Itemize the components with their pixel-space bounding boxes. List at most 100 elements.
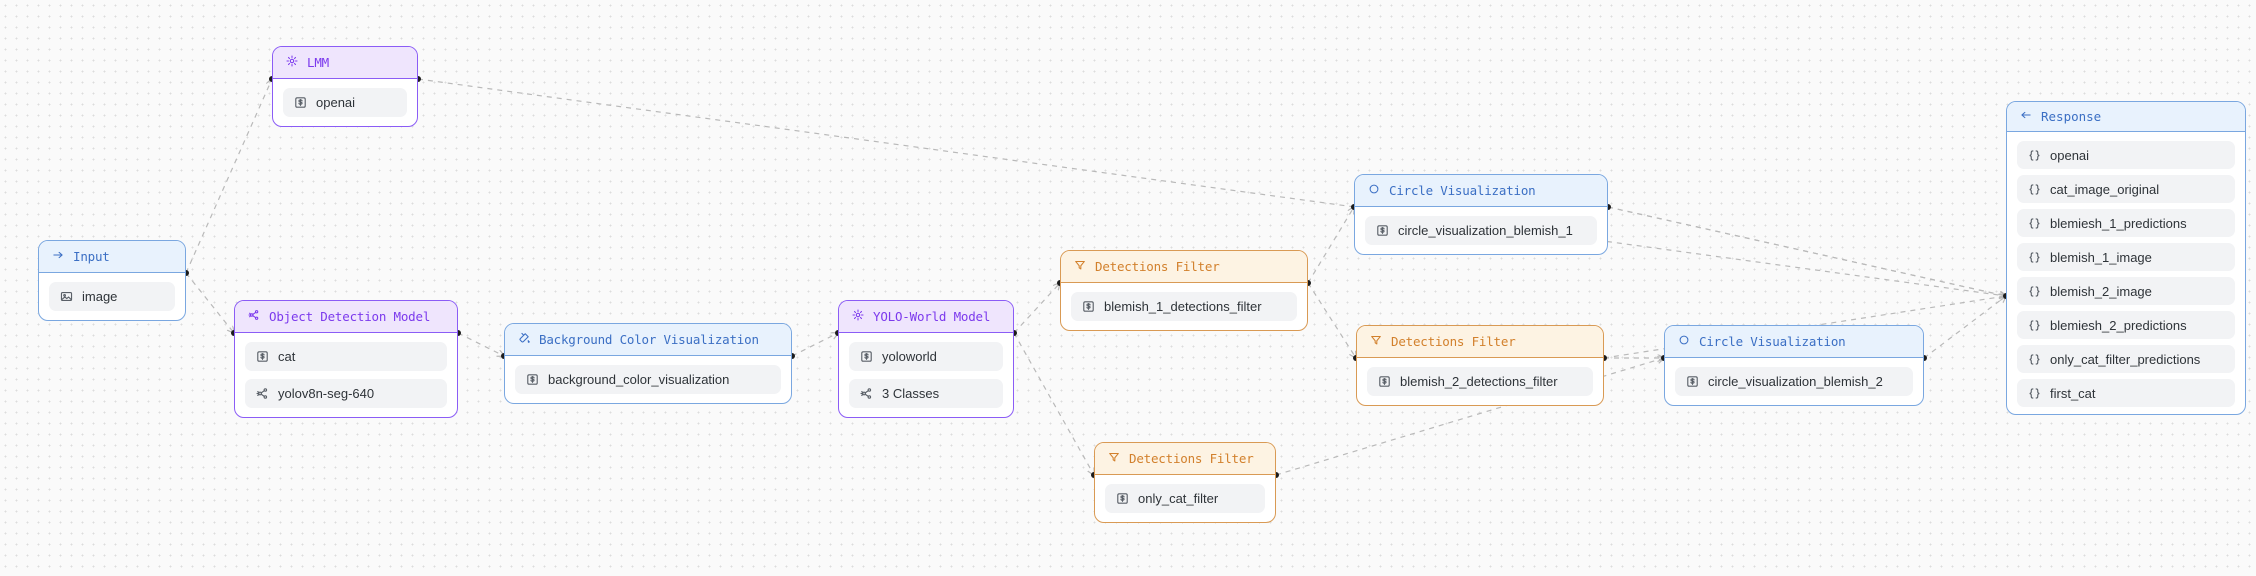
node-header[interactable]: YOLO-World Model <box>839 301 1013 333</box>
node-header[interactable]: Detections Filter <box>1061 251 1307 283</box>
response-output-item[interactable]: first_cat <box>2017 379 2235 407</box>
response-output-item[interactable]: cat_image_original <box>2017 175 2235 203</box>
node-field-chip[interactable]: image <box>49 282 175 311</box>
node-header[interactable]: Circle Visualization <box>1665 326 1923 358</box>
response-output-item[interactable]: blemish_1_image <box>2017 243 2235 271</box>
dollar-box-icon <box>1686 375 1699 388</box>
response-output-item[interactable]: blemiesh_2_predictions <box>2017 311 2235 339</box>
workflow-node-input[interactable]: Input image <box>38 240 186 321</box>
node-title: Object Detection Model <box>269 309 431 324</box>
edge-connector <box>791 333 838 357</box>
response-output-item[interactable]: blemiesh_1_predictions <box>2017 209 2235 237</box>
dollar-box-icon <box>1082 300 1095 313</box>
filter-icon <box>1370 334 1382 349</box>
node-title: Background Color Visualization <box>539 332 759 347</box>
node-field-chip[interactable]: 3 Classes <box>849 379 1003 408</box>
node-header[interactable]: Detections Filter <box>1357 326 1603 358</box>
dollar-box-icon <box>860 350 873 363</box>
filter-icon <box>1074 259 1086 274</box>
node-title: YOLO-World Model <box>873 309 991 324</box>
node-body: only_cat_filter <box>1095 475 1275 522</box>
dollar-box-icon <box>256 350 269 363</box>
node-body: openai <box>273 79 417 126</box>
node-field-chip[interactable]: blemish_2_detections_filter <box>1367 367 1593 396</box>
braces-icon <box>2028 353 2041 366</box>
node-title: LMM <box>307 55 329 70</box>
response-output-item[interactable]: only_cat_filter_predictions <box>2017 345 2235 373</box>
filter-icon <box>1108 451 1120 466</box>
response-panel-header[interactable]: Response <box>2007 102 2245 132</box>
node-field-chip[interactable]: openai <box>283 88 407 117</box>
edge-connector <box>185 79 272 274</box>
braces-icon <box>2028 387 2041 400</box>
response-panel[interactable]: Response openai cat_image_original blemiesh… <box>2006 101 2246 415</box>
node-title: Detections Filter <box>1129 451 1254 466</box>
workflow-node-detections_filter_2[interactable]: Detections Filter blemish_2_detections_fi… <box>1356 325 1604 406</box>
response-output-item[interactable]: openai <box>2017 141 2235 169</box>
response-panel-body: openai cat_image_original blemiesh_1_predi… <box>2007 132 2245 414</box>
node-field-chip[interactable]: circle_visualization_blemish_1 <box>1365 216 1597 245</box>
circle-icon <box>1368 183 1380 198</box>
edge-connector <box>1607 206 2006 296</box>
edge-connector <box>1607 206 2006 296</box>
response-output-label: blemish_1_image <box>2050 249 2152 265</box>
node-header[interactable]: Input <box>39 241 185 273</box>
node-field-chip[interactable]: cat <box>245 342 447 371</box>
workflow-node-background_color_visualization[interactable]: Background Color Visualization background… <box>504 323 792 404</box>
node-field-label: blemish_2_detections_filter <box>1400 374 1558 389</box>
node-header[interactable]: Circle Visualization <box>1355 175 1607 207</box>
node-field-chip[interactable]: only_cat_filter <box>1105 484 1265 513</box>
model-graph-icon <box>860 387 873 400</box>
node-body: blemish_1_detections_filter <box>1061 283 1307 330</box>
node-title: Circle Visualization <box>1389 183 1536 198</box>
node-field-chip[interactable]: blemish_1_detections_filter <box>1071 292 1297 321</box>
workflow-node-detections_filter_1[interactable]: Detections Filter blemish_1_detections_fi… <box>1060 250 1308 331</box>
workflow-node-yolo_world_model[interactable]: YOLO-World Model yoloworld 3 Classes <box>838 300 1014 418</box>
paint-icon <box>518 332 530 347</box>
braces-icon <box>2028 217 2041 230</box>
node-header[interactable]: Background Color Visualization <box>505 324 791 356</box>
node-field-label: background_color_visualization <box>548 372 730 387</box>
response-output-label: only_cat_filter_predictions <box>2050 351 2201 367</box>
edge-connector <box>1013 283 1060 334</box>
node-body: cat yolov8n-seg-640 <box>235 333 457 417</box>
node-body: background_color_visualization <box>505 356 791 403</box>
node-field-label: 3 Classes <box>882 386 940 401</box>
node-body: blemish_2_detections_filter <box>1357 358 1603 405</box>
node-field-chip[interactable]: yolov8n-seg-640 <box>245 379 447 408</box>
workflow-node-lmm[interactable]: LMM openai <box>272 46 418 127</box>
workflow-node-circle_visualization_1[interactable]: Circle Visualization circle_visualization… <box>1354 174 1608 255</box>
workflow-node-object_detection_model[interactable]: Object Detection Model cat yolov8n-seg-640 <box>234 300 458 418</box>
edge-connector <box>1923 296 2006 359</box>
braces-icon <box>2028 251 2041 264</box>
node-title: Circle Visualization <box>1699 334 1846 349</box>
node-header[interactable]: Object Detection Model <box>235 301 457 333</box>
node-field-chip[interactable]: yoloworld <box>849 342 1003 371</box>
node-field-label: yoloworld <box>882 349 937 364</box>
node-field-label: cat <box>278 349 296 364</box>
node-header[interactable]: Detections Filter <box>1095 443 1275 475</box>
node-field-chip[interactable]: circle_visualization_blemish_2 <box>1675 367 1913 396</box>
node-field-label: only_cat_filter <box>1138 491 1219 506</box>
node-body: image <box>39 273 185 320</box>
dollar-box-icon <box>1378 375 1391 388</box>
braces-icon <box>2028 183 2041 196</box>
arrow-right-icon <box>52 249 64 264</box>
edge-connector <box>457 332 504 356</box>
workflow-node-detections_filter_3[interactable]: Detections Filter only_cat_filter <box>1094 442 1276 523</box>
response-output-item[interactable]: blemish_2_image <box>2017 277 2235 305</box>
node-header[interactable]: LMM <box>273 47 417 79</box>
node-field-label: blemish_1_detections_filter <box>1104 299 1262 314</box>
node-field-chip[interactable]: background_color_visualization <box>515 365 781 394</box>
edge-connector <box>1013 332 1094 475</box>
braces-icon <box>2028 149 2041 162</box>
edge-connector <box>1307 207 1354 284</box>
gear-icon <box>286 55 298 70</box>
model-graph-icon <box>256 387 269 400</box>
braces-icon <box>2028 285 2041 298</box>
workflow-node-circle_visualization_2[interactable]: Circle Visualization circle_visualization… <box>1664 325 1924 406</box>
braces-icon <box>2028 319 2041 332</box>
node-field-label: yolov8n-seg-640 <box>278 386 375 401</box>
node-title: Detections Filter <box>1391 334 1516 349</box>
